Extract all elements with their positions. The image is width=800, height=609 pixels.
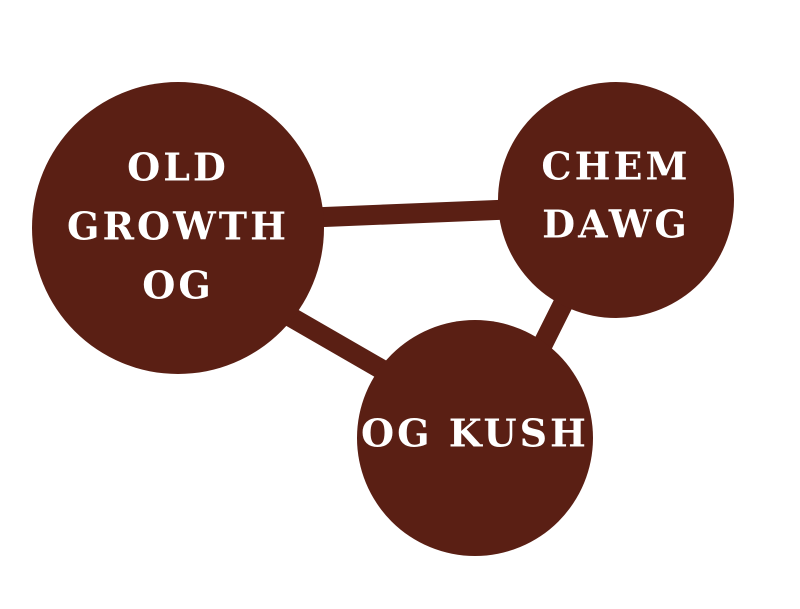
node-old-growth-og-line-3: OG xyxy=(142,263,214,308)
node-og-kush-line-1: OG KUSH xyxy=(361,411,589,456)
node-old-growth-og: OLD GROWTH OG xyxy=(32,82,324,374)
node-chem-dawg-line-2: DAWG xyxy=(542,202,690,247)
node-chem-dawg-circle xyxy=(498,82,734,318)
node-old-growth-og-circle xyxy=(32,82,324,374)
node-old-growth-og-line-2: GROWTH xyxy=(67,204,289,249)
node-old-growth-og-line-1: OLD xyxy=(127,145,229,190)
node-chem-dawg-line-1: CHEM xyxy=(541,144,690,189)
node-og-kush-circle xyxy=(357,320,593,556)
node-og-kush: OG KUSH xyxy=(357,320,593,556)
node-chem-dawg: CHEM DAWG xyxy=(498,82,734,318)
edge-old-growth-og-to-chem-dawg xyxy=(299,199,521,228)
